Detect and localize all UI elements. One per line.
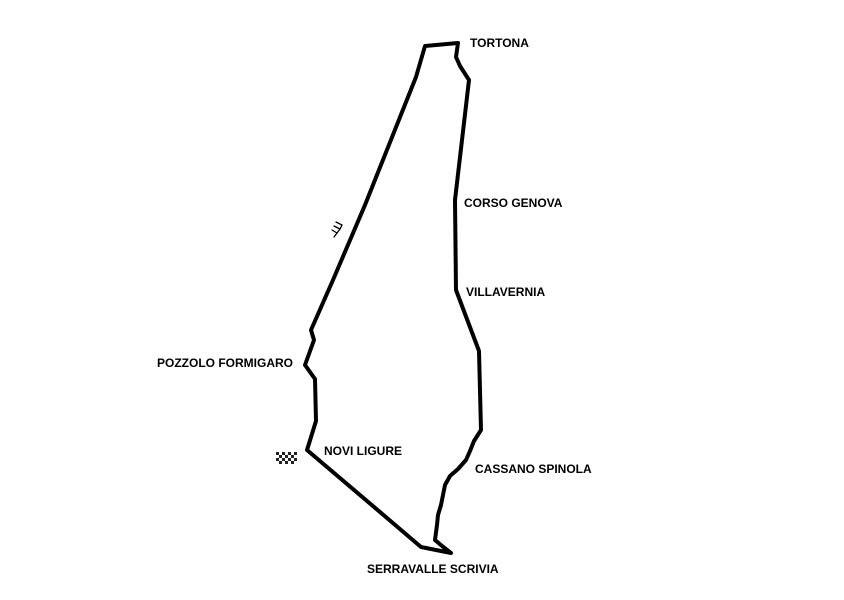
- location-label-corso-genova: CORSO GENOVA: [464, 196, 563, 210]
- direction-arrows-icon: [331, 221, 343, 238]
- circuit-track: [303, 41, 483, 555]
- checkered-flag-icon: [276, 452, 297, 464]
- location-label-villavernia: VILLAVERNIA: [466, 285, 545, 299]
- location-label-serravalle-scrivia: SERRAVALLE SCRIVIA: [367, 562, 499, 576]
- location-label-cassano-spinola: CASSANO SPINOLA: [475, 462, 592, 476]
- location-label-tortona: TORTONA: [470, 36, 529, 50]
- location-label-pozzolo-formigaro: POZZOLO FORMIGARO: [157, 356, 293, 370]
- location-label-novi-ligure: NOVI LIGURE: [324, 444, 402, 458]
